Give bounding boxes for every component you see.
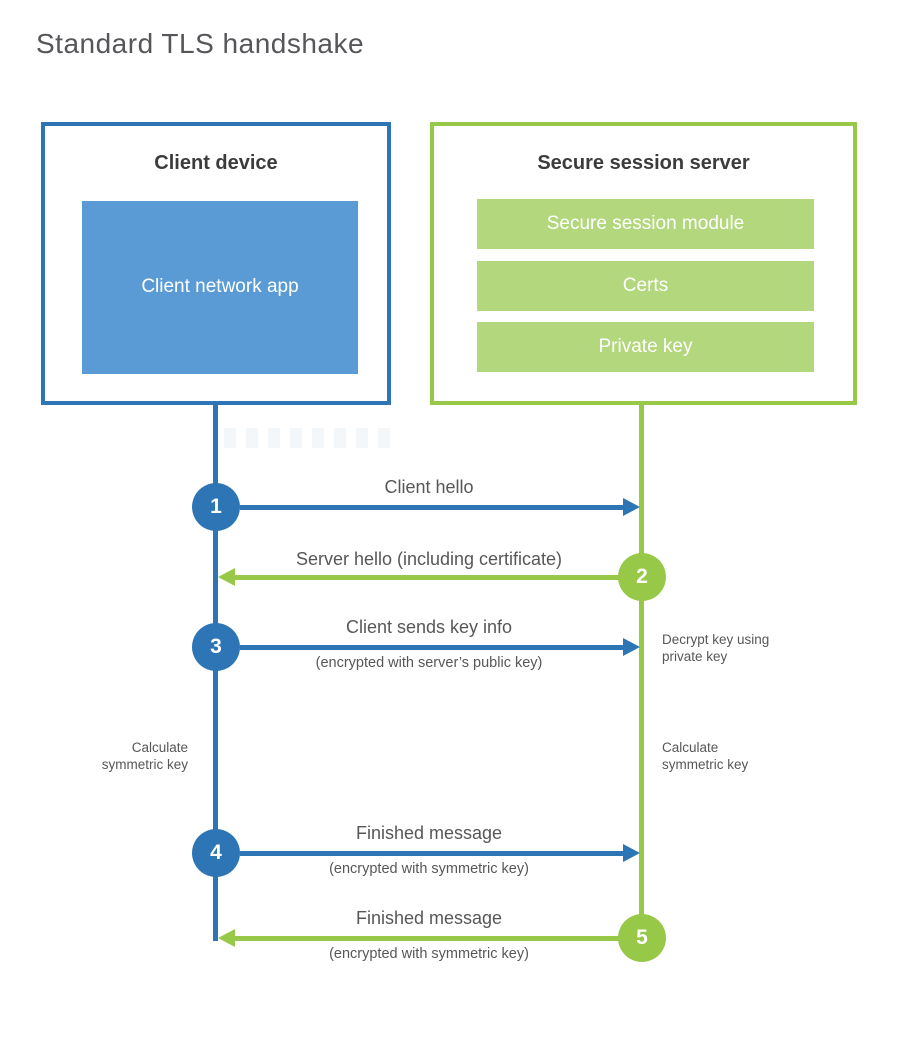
note-calc-symmetric-left: Calculate symmetric key: [101, 740, 188, 772]
server-box: Secure session server Secure session mod…: [430, 122, 857, 405]
server-box-title: Secure session server: [537, 152, 750, 174]
arrow-finished-server: [235, 936, 619, 941]
label-finished-server: Finished message: [355, 908, 503, 928]
step-4-circle: 4: [192, 829, 240, 877]
label-client-key-info: Client sends key info: [345, 617, 513, 637]
note-calc-symmetric-right: Calculate symmetric key: [662, 740, 749, 772]
step-1-circle: 1: [192, 483, 240, 531]
client-network-app: Client network app: [82, 201, 358, 374]
certs-bar: Certs: [477, 261, 814, 311]
step-5-circle: 5: [618, 914, 666, 962]
arrow-finished-client: [240, 851, 624, 856]
page-title: Standard TLS handshake: [36, 28, 365, 59]
client-device-title: Client device: [154, 152, 278, 174]
label-server-hello: Server hello (including certificate): [295, 549, 563, 569]
step-3-circle: 3: [192, 623, 240, 671]
client-lifeline: [213, 404, 218, 941]
arrowhead-right-icon: [623, 844, 640, 862]
arrowhead-right-icon: [623, 498, 640, 516]
note-decrypt-key: Decrypt key using private key: [662, 632, 770, 664]
label-client-hello: Client hello: [384, 477, 474, 497]
arrow-client-key-info: [240, 645, 624, 650]
secure-session-module-bar: Secure session module: [477, 199, 814, 249]
client-device-box: Client device Client network app: [41, 122, 391, 405]
sublabel-finished-client: (encrypted with symmetric key): [329, 861, 529, 877]
sublabel-client-key-info: (encrypted with server’s public key): [315, 655, 543, 671]
label-finished-client: Finished message: [355, 823, 503, 843]
faint-dashes-artifact: [224, 428, 400, 448]
arrowhead-left-icon: [218, 568, 235, 586]
private-key-bar: Private key: [477, 322, 814, 372]
arrowhead-left-icon: [218, 929, 235, 947]
arrow-client-hello: [240, 505, 624, 510]
server-lifeline: [639, 405, 644, 938]
arrow-server-hello: [235, 575, 619, 580]
arrowhead-right-icon: [623, 638, 640, 656]
step-2-circle: 2: [618, 553, 666, 601]
sublabel-finished-server: (encrypted with symmetric key): [329, 946, 529, 962]
